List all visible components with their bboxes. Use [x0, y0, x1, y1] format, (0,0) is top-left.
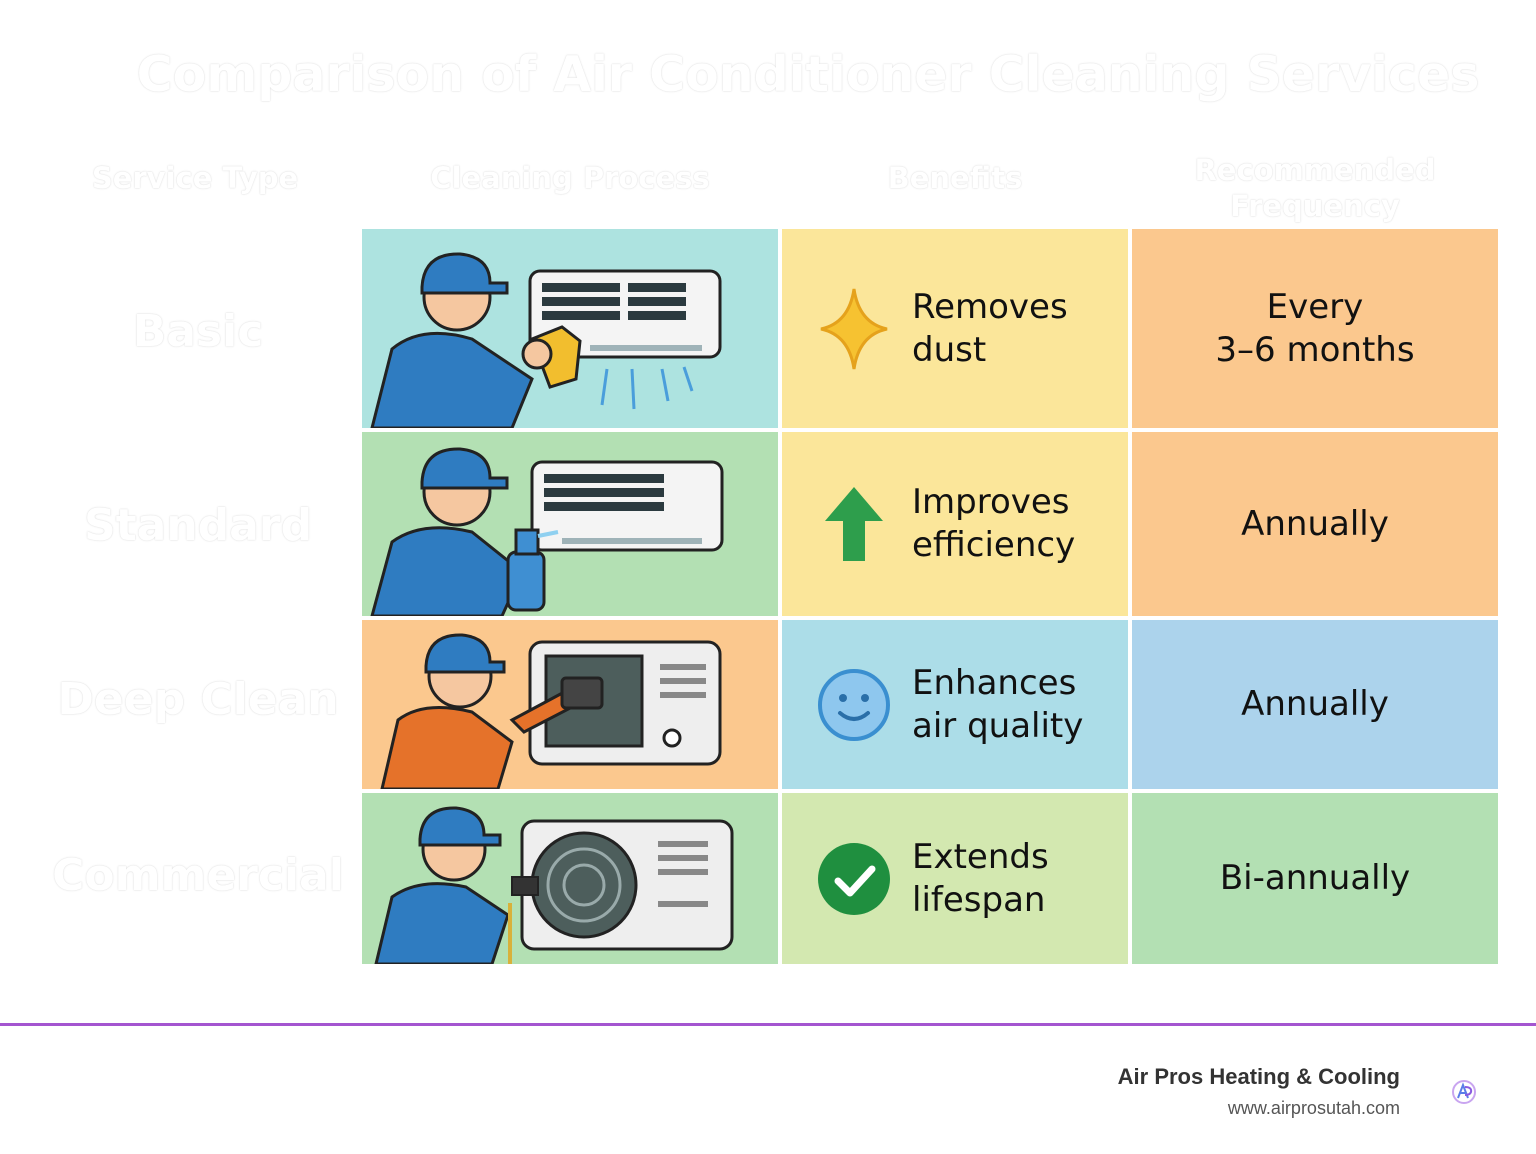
benefit-cell-basic: Removes dust	[782, 229, 1128, 428]
smiley-icon	[814, 667, 894, 743]
row-label-standard: Standard	[83, 500, 313, 551]
footer-url[interactable]: www.airprosutah.com	[1227, 1098, 1400, 1118]
footer-divider	[0, 1023, 1536, 1026]
brand-logo-icon	[1450, 1078, 1478, 1110]
illustration-standard-cleaning	[362, 432, 778, 616]
benefit-cell-standard: Improves efficiency	[782, 432, 1128, 616]
illustration-commercial-cleaning	[362, 793, 778, 964]
benefit-text: Removes dust	[912, 286, 1068, 370]
illustration-deep-clean	[362, 620, 778, 789]
frequency-cell-deep-clean: Annually	[1132, 620, 1498, 789]
page-title: Comparison of Air Conditioner Cleaning S…	[136, 46, 1480, 103]
benefit-cell-commercial: Extends lifespan	[782, 793, 1128, 964]
footer-brand: Air Pros Heating & Cooling	[1117, 1064, 1400, 1089]
up-arrow-icon	[814, 485, 894, 563]
checkmark-icon	[814, 841, 894, 917]
benefit-text: Enhances air quality	[912, 662, 1084, 746]
frequency-cell-basic: Every 3–6 months	[1132, 229, 1498, 428]
column-header-benefits: Benefits	[887, 161, 1023, 195]
row-label-basic: Basic	[132, 306, 264, 357]
row-label-deep-clean: Deep Clean	[57, 674, 339, 725]
column-header-service-type: Service Type	[91, 161, 299, 195]
illustration-basic-cleaning	[362, 229, 778, 428]
benefit-cell-deep-clean: Enhances air quality	[782, 620, 1128, 789]
column-header-recommended-frequency: Recommended Frequency	[1194, 153, 1436, 223]
frequency-cell-commercial: Bi-annually	[1132, 793, 1498, 964]
benefit-text: Improves efficiency	[912, 482, 1076, 565]
row-label-commercial: Commercial	[52, 850, 344, 901]
frequency-cell-standard: Annually	[1132, 432, 1498, 616]
column-header-cleaning-process: Cleaning Process	[430, 161, 710, 195]
sparkle-icon	[814, 287, 894, 371]
benefit-text: Extends lifespan	[912, 836, 1049, 920]
